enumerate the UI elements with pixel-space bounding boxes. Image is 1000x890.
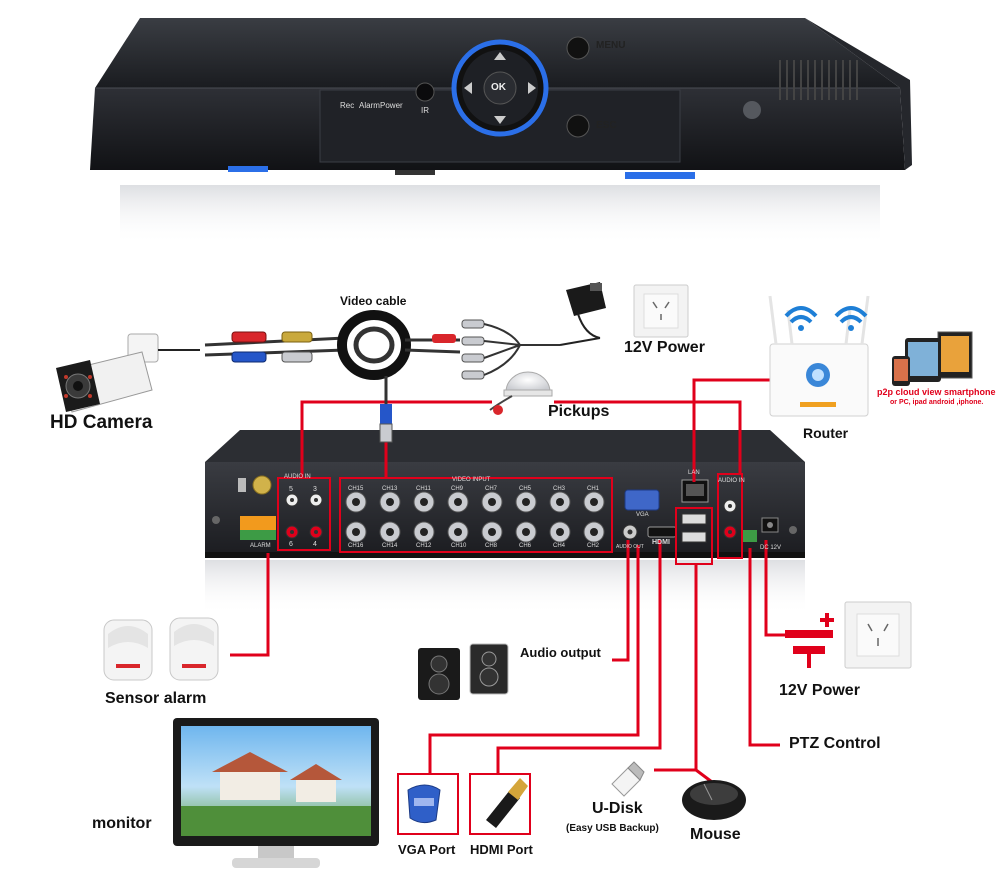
channel-label: CH4 bbox=[553, 543, 566, 549]
hdmi-cable-icon bbox=[486, 778, 528, 828]
channel-label: CH9 bbox=[451, 486, 464, 492]
channel-label: CH10 bbox=[451, 543, 467, 549]
phone-tablet-icon bbox=[892, 331, 973, 386]
ir-label: IR bbox=[421, 106, 429, 115]
hdmi-port-label: HDMI Port bbox=[470, 842, 533, 857]
channel-label: CH8 bbox=[485, 543, 498, 549]
channel-label: CH2 bbox=[587, 543, 600, 549]
power-top-label: 12V Power bbox=[624, 339, 705, 356]
audio-in-num: 3 bbox=[313, 486, 317, 493]
dc-label: DC 12V bbox=[760, 545, 782, 551]
wall-socket-icon bbox=[633, 284, 689, 338]
led-label-alarm: Alarm bbox=[359, 101, 380, 110]
router-label: Router bbox=[803, 425, 849, 441]
ok-button: OK bbox=[491, 82, 506, 93]
pickups-label: Pickups bbox=[548, 403, 610, 420]
channel-label: CH15 bbox=[348, 486, 364, 492]
bnc-cable-icon bbox=[204, 310, 560, 443]
vga-cable-icon bbox=[407, 784, 441, 824]
video-input-header: VIDEO INPUT bbox=[452, 477, 491, 483]
dvr-back-panel bbox=[205, 430, 805, 615]
alarm-label: ALARM bbox=[250, 543, 271, 549]
router-icon bbox=[768, 295, 870, 417]
hdmi-label: HDMI bbox=[652, 539, 670, 546]
power-adapter-icon bbox=[559, 282, 606, 346]
power-right-label: 12V Power bbox=[779, 682, 860, 699]
hd-camera-label: HD Camera bbox=[50, 412, 153, 433]
ptz-control-label: PTZ Control bbox=[789, 735, 881, 752]
speaker-icon bbox=[418, 643, 509, 700]
microphone-icon bbox=[489, 371, 553, 415]
pir-sensor-icon bbox=[103, 617, 219, 681]
channel-label: CH1 bbox=[587, 486, 600, 492]
wifi-icon bbox=[784, 306, 868, 331]
led-label-rec: Rec bbox=[340, 101, 355, 110]
cloud-label-line1: p2p cloud view smartphone bbox=[877, 387, 996, 397]
channel-label: CH12 bbox=[416, 543, 432, 549]
audio-output-label: Audio output bbox=[520, 645, 601, 660]
led-label-power: Power bbox=[380, 101, 403, 110]
battery-symbol-icon bbox=[785, 613, 834, 668]
dome-camera-icon bbox=[56, 333, 200, 413]
audio-out-label: AUDIO OUT bbox=[616, 544, 644, 550]
vga-port-label: VGA Port bbox=[398, 842, 456, 857]
mouse-icon bbox=[682, 780, 746, 820]
channel-label: CH13 bbox=[382, 486, 398, 492]
wall-socket-icon bbox=[844, 601, 912, 669]
usb-drive-icon bbox=[611, 761, 645, 797]
channel-label: CH3 bbox=[553, 486, 566, 492]
sensor-alarm-label: Sensor alarm bbox=[105, 690, 207, 707]
channel-label: CH5 bbox=[519, 486, 532, 492]
mouse-label: Mouse bbox=[690, 826, 741, 843]
menu-label: MENU bbox=[596, 40, 626, 51]
vga-label: VGA bbox=[636, 512, 649, 518]
esc-label: ESC bbox=[596, 120, 617, 131]
video-cable-label: Video cable bbox=[340, 294, 407, 308]
monitor-icon bbox=[173, 718, 379, 868]
dvr-front-icon bbox=[90, 18, 912, 179]
lan-label: LAN bbox=[688, 470, 700, 476]
audio-in-num: 5 bbox=[289, 486, 293, 493]
audio-in-right-header: AUDIO IN bbox=[718, 478, 745, 484]
channel-label: CH6 bbox=[519, 543, 532, 549]
channel-label: CH11 bbox=[416, 486, 431, 492]
channel-label: CH14 bbox=[382, 543, 398, 549]
monitor-label: monitor bbox=[92, 815, 152, 832]
audio-in-num: 4 bbox=[313, 541, 317, 548]
cloud-label-line2: or PC, ipad android ,iphone. bbox=[890, 399, 984, 406]
audio-in-left-header: AUDIO IN bbox=[284, 474, 311, 480]
u-disk-label: U-Disk bbox=[592, 800, 643, 817]
channel-label: CH7 bbox=[485, 486, 498, 492]
u-disk-sub-label: (Easy USB Backup) bbox=[566, 823, 659, 834]
connection-wires bbox=[230, 378, 800, 784]
audio-in-num: 6 bbox=[289, 541, 293, 548]
channel-label: CH16 bbox=[348, 543, 364, 549]
